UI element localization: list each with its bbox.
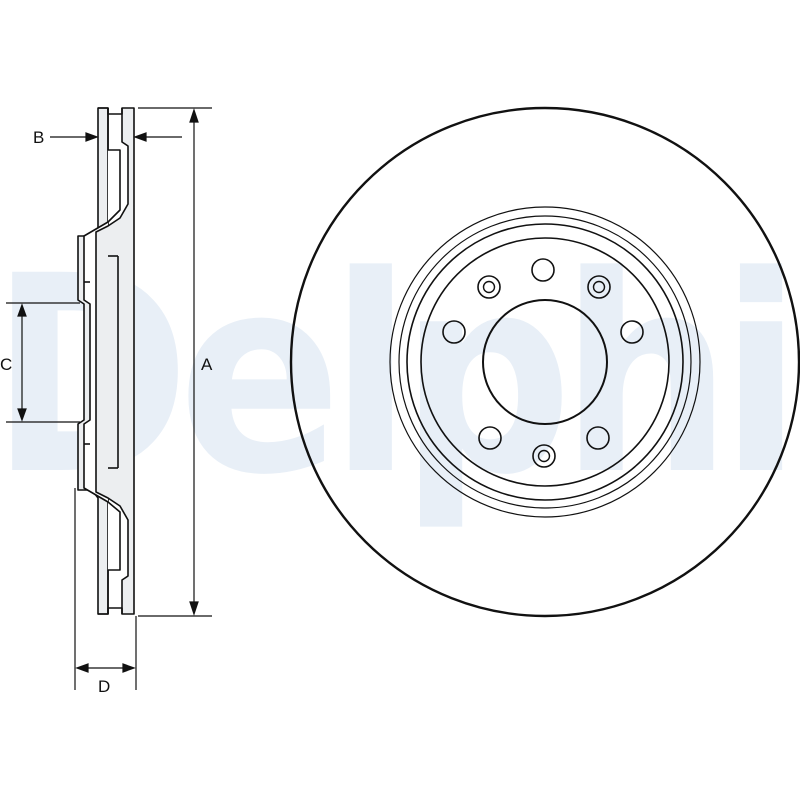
dim-a-arrow-top: [189, 108, 199, 123]
dim-label-c: C: [0, 355, 12, 374]
threaded-hole-inner: [482, 280, 496, 294]
bolt-hole: [620, 320, 644, 344]
dim-label-b: B: [33, 128, 44, 147]
disc-outer-edge: [289, 106, 800, 618]
threaded-hole-inner: [537, 449, 551, 463]
dim-b-arrow-left: [85, 132, 99, 142]
bolt-hole: [442, 320, 466, 344]
dim-d-arrow-left: [75, 663, 89, 673]
dim-c-arrow-top: [17, 303, 27, 317]
threaded-hole-outer: [587, 275, 611, 299]
disc-hat-ring-3: [406, 223, 684, 501]
disc-hat-ring-2: [398, 215, 692, 509]
dimension-lines: [6, 107, 212, 690]
dim-d-arrow-right: [122, 663, 136, 673]
dim-c-arrow-bottom: [17, 408, 27, 422]
threaded-hole-outer: [477, 275, 501, 299]
disc-front-view: [289, 106, 800, 618]
dim-label-a: A: [201, 355, 213, 374]
bolt-hole: [478, 426, 502, 450]
dim-label-d: D: [98, 677, 110, 696]
disc-hat-inner-ring: [420, 237, 670, 487]
bolt-hole: [531, 258, 555, 282]
side-top-cap: [98, 107, 123, 115]
side-bottom-cap: [98, 607, 123, 615]
dim-a-arrow-bottom: [189, 601, 199, 616]
disc-hat-outer-ring: [389, 206, 701, 518]
side-outer-cheek-right: [95, 107, 135, 615]
threaded-hole-inner: [592, 280, 606, 294]
bolt-hole: [586, 426, 610, 450]
center-bore: [482, 299, 608, 425]
disc-side-view: [77, 107, 135, 615]
dim-b-arrow-right: [133, 132, 147, 142]
threaded-hole-outer: [532, 444, 556, 468]
